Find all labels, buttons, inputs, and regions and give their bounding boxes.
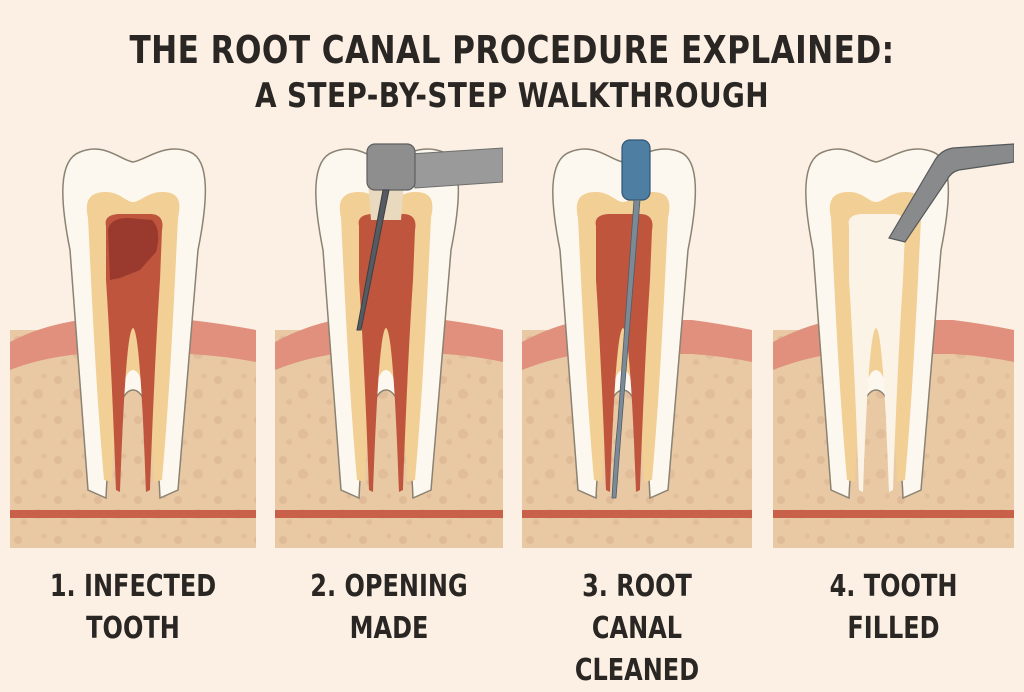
step-label-line: MADE <box>349 611 429 646</box>
step-label-2: 2. OPENING MADE <box>298 566 480 650</box>
tooth <box>805 148 950 500</box>
step-number: 4. <box>829 569 856 604</box>
panel-tooth-filled <box>773 143 1014 548</box>
step-label-line: TOOTH <box>863 569 958 604</box>
step-label-3: 3. ROOT CANAL CLEANED <box>545 566 729 692</box>
step-label-line: ROOT <box>616 569 692 604</box>
tooth <box>62 148 207 500</box>
step-number: 3. <box>582 569 608 604</box>
endodontic-file-icon <box>611 139 651 499</box>
step-label-line: CLEANED <box>574 653 700 688</box>
panel-infected-tooth <box>10 148 256 548</box>
title-line-1: THE ROOT CANAL PROCEDURE EXPLAINED: <box>129 28 895 72</box>
panel-opening-made <box>275 143 503 548</box>
step-number: 2. <box>310 569 337 604</box>
step-label-1: 1. INFECTED TOOTH <box>35 566 232 650</box>
tooth <box>552 148 697 500</box>
step-label-line: OPENING <box>344 569 468 604</box>
step-number: 1. <box>49 569 76 604</box>
dental-drill-icon <box>356 143 503 331</box>
filling-instrument-icon <box>888 143 1014 243</box>
panel-root-canal-cleaned <box>522 139 752 548</box>
step-label-line: FILLED <box>847 611 940 646</box>
step-label-line: INFECTED <box>84 569 217 604</box>
step-label-4: 4. TOOTH FILLED <box>797 566 990 650</box>
step-label-line: CANAL <box>591 611 683 646</box>
title-line-2: A STEP-BY-STEP WALKTHROUGH <box>254 76 770 116</box>
infection-area <box>108 218 159 280</box>
step-label-line: TOOTH <box>86 611 180 646</box>
filled-canal <box>848 214 906 492</box>
